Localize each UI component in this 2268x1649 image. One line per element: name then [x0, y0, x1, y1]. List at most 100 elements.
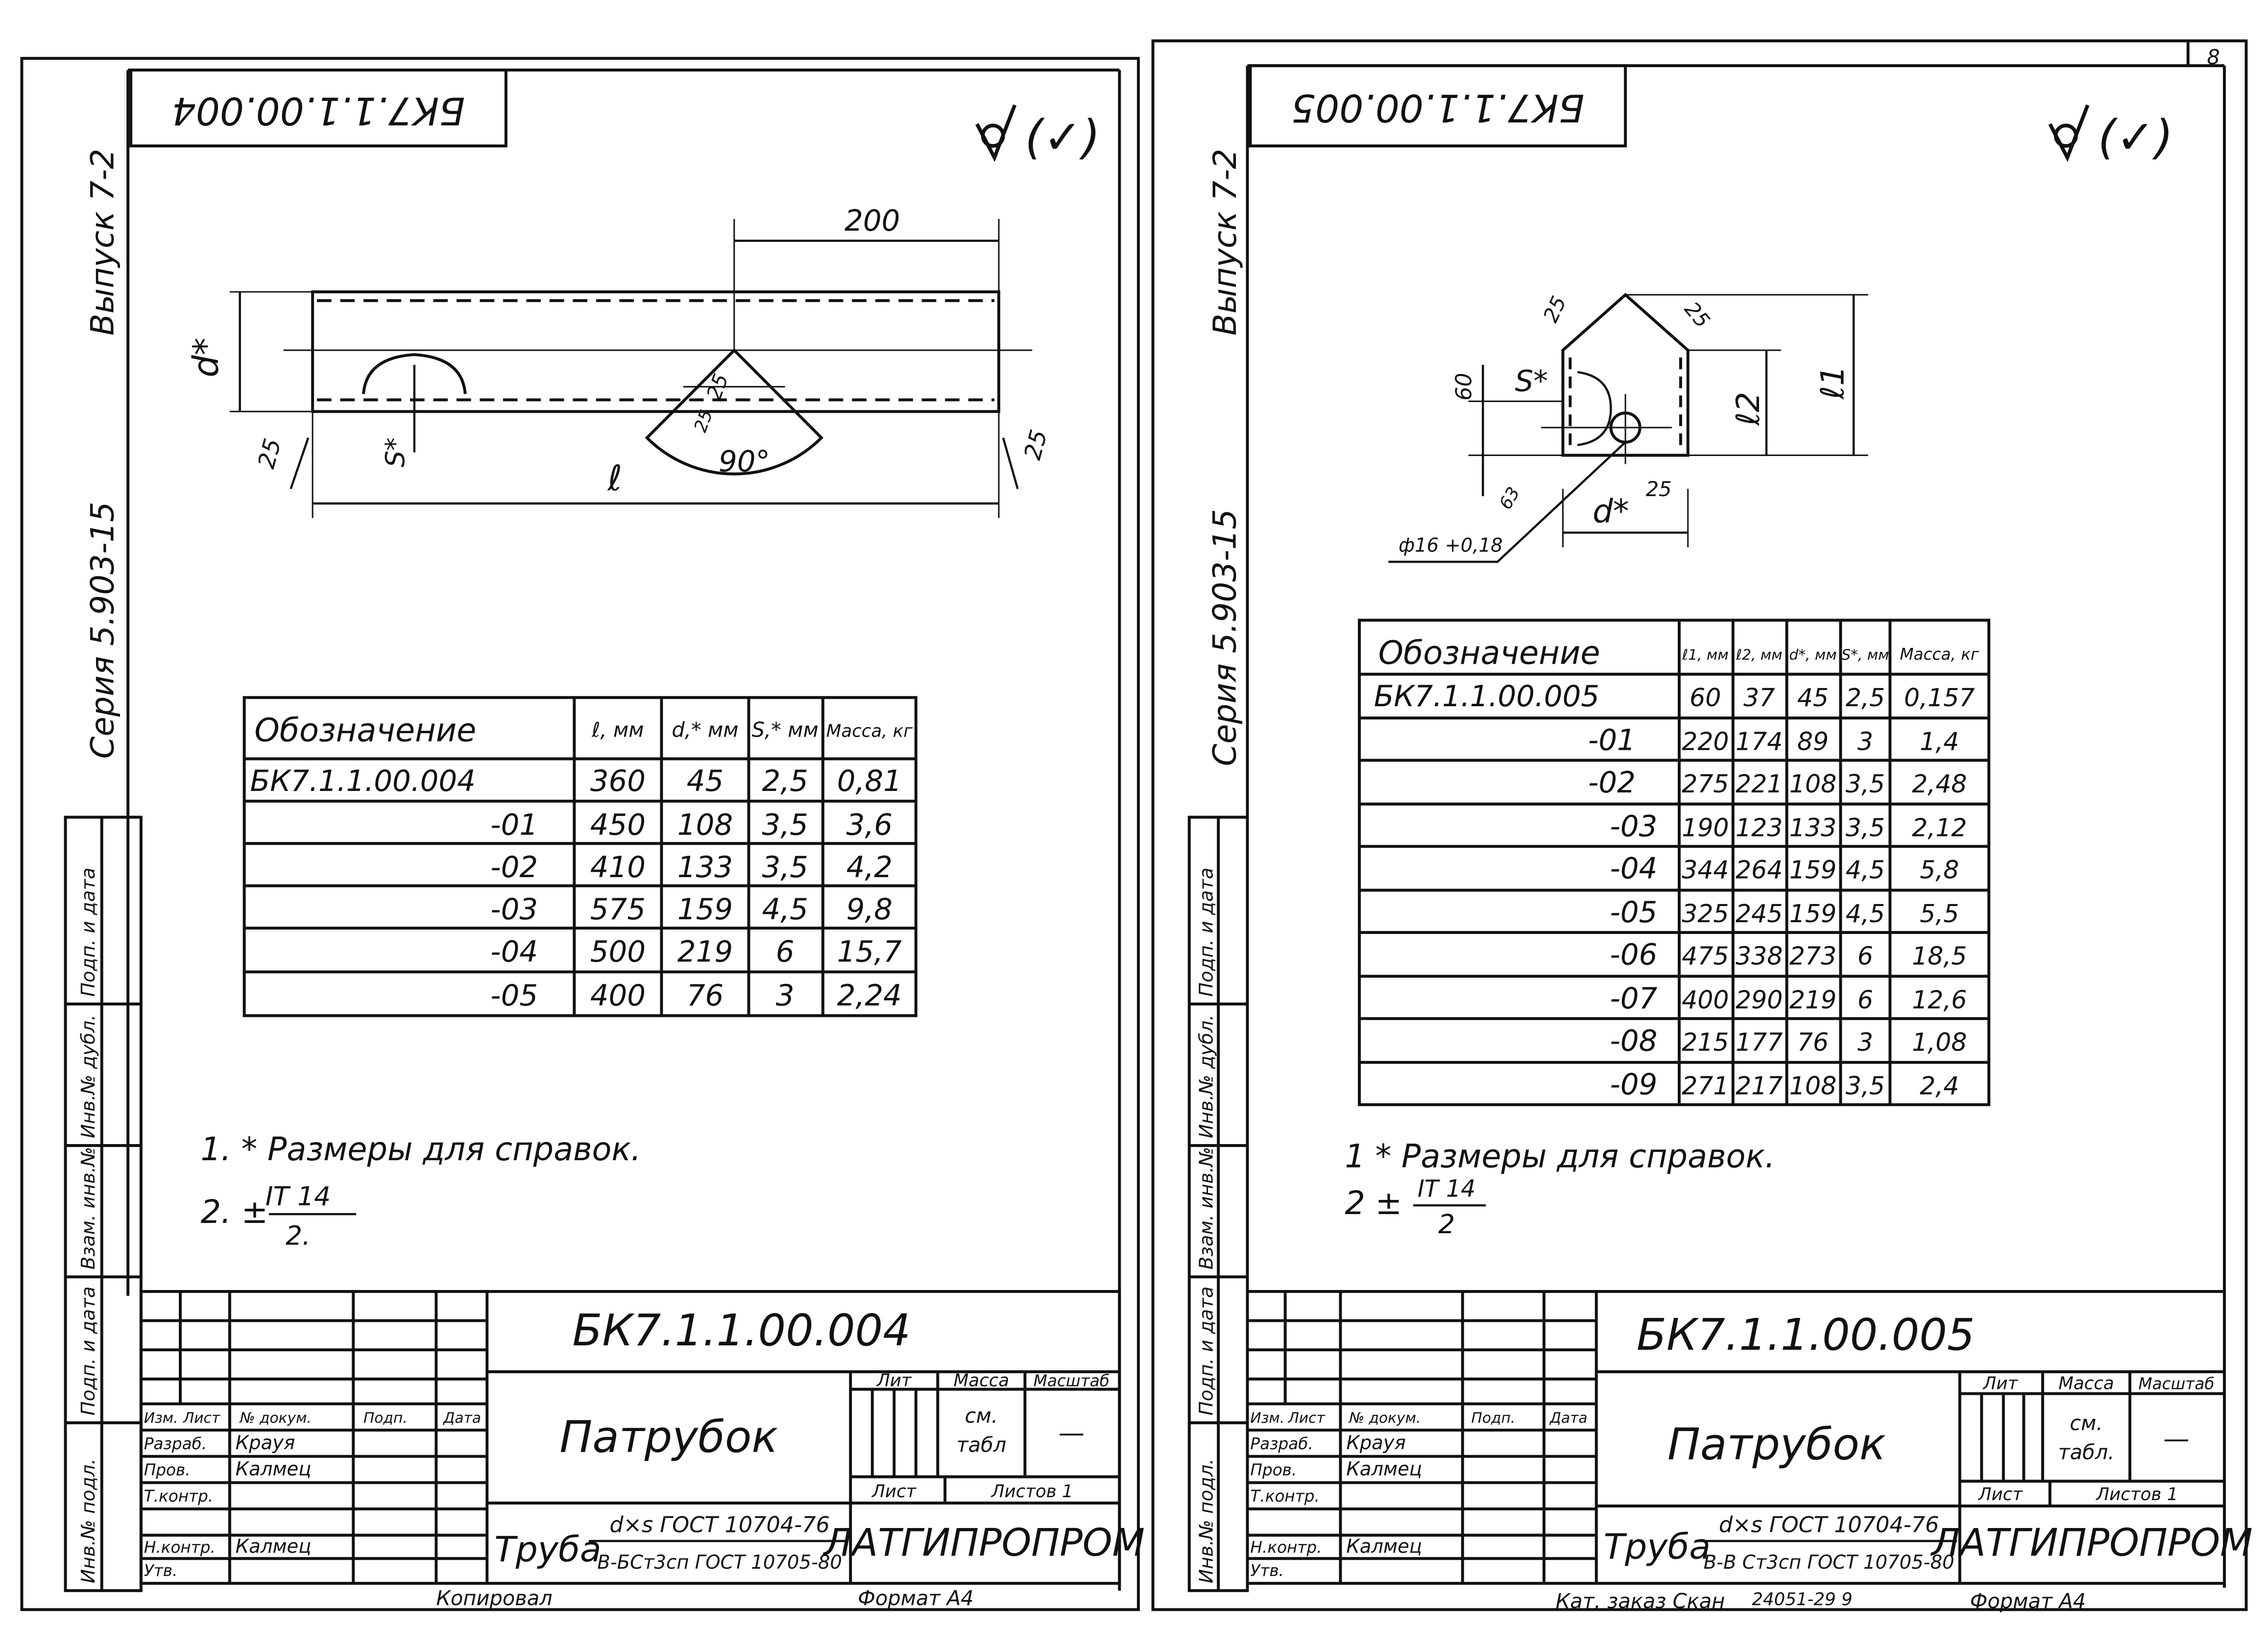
- left-tb-person-0-name: Крауя: [236, 1432, 295, 1454]
- right-td-0-4: 2,5: [1846, 683, 1885, 712]
- right-td-4-1: 344: [1682, 856, 1729, 884]
- left-td-2-2: 133: [677, 851, 733, 884]
- left-td-3-1: 575: [590, 893, 646, 927]
- left-pipe-drawing: [229, 218, 1033, 518]
- right-tb-masshtab: Масштаб: [2138, 1375, 2214, 1393]
- right-td-2-0: -02: [1588, 766, 1636, 800]
- right-td-1-5: 1,4: [1920, 727, 1959, 756]
- right-td-1-0: -01: [1588, 723, 1636, 757]
- left-code-stamp-box: [129, 69, 507, 147]
- left-td-1-0: -01: [490, 808, 538, 842]
- right-td-8-4: 3: [1858, 1028, 1873, 1056]
- left-tb-person-0-role: Разраб.: [144, 1434, 207, 1453]
- left-tb-masshtab: Масштаб: [1034, 1372, 1110, 1390]
- left-td-3-3: 4,5: [762, 893, 808, 927]
- right-tb-roles: Изм. Лист № докум. Подп. Дата: [1250, 1410, 1587, 1427]
- right-note-2-num: IT 14: [1418, 1175, 1476, 1202]
- right-tb-massa-val1: см.: [2070, 1411, 2102, 1435]
- right-dim-60: 60: [1451, 373, 1477, 401]
- right-tb-role-3: Подп.: [1472, 1410, 1516, 1427]
- right-footer-number: 24051-29 9: [1752, 1590, 1852, 1610]
- right-tb-person-3-role: Н.контр.: [1250, 1538, 1322, 1556]
- left-note-2-prefix: 2. ±: [201, 1194, 268, 1231]
- left-drawing: БК7.1.1.00.004 (✓) Выпуск 7-2 Серия 5.90…: [64, 69, 1145, 1610]
- left-footer-format: Формат А4: [858, 1586, 974, 1610]
- left-th-2: d,* мм: [672, 718, 738, 742]
- left-td-5-2: 76: [687, 979, 724, 1013]
- left-tb-list: Лист: [871, 1482, 917, 1502]
- right-td-9-0: -09: [1610, 1068, 1658, 1102]
- right-seriya: Серия 5.903-15: [1206, 509, 1244, 766]
- left-roughness-label: (✓): [1025, 111, 1100, 165]
- left-tb-person-1-name: Калмец: [236, 1458, 312, 1480]
- right-tb-role-4: Дата: [1549, 1410, 1588, 1427]
- left-strip-2: Взам. инв.№: [77, 1147, 99, 1270]
- right-tb-person-1-role: Пров.: [1250, 1460, 1297, 1479]
- right-td-4-5: 5,8: [1920, 856, 1959, 884]
- left-dim-200: 200: [844, 204, 900, 238]
- right-code-stamp-box: [1249, 64, 1627, 147]
- left-td-2-0: -02: [490, 851, 538, 884]
- left-dim-25-right: 25: [1019, 427, 1053, 463]
- right-th-5: Масса, кг: [1900, 645, 1979, 664]
- right-tb-person-1-name: Калмец: [1346, 1458, 1422, 1480]
- right-strip-3: Инв.№ дубл.: [1195, 1015, 1217, 1139]
- right-tb-code: БК7.1.1.00.005: [1637, 1310, 1975, 1361]
- left-tb-org: ЛАТГИПРОПРОМ: [822, 1521, 1145, 1565]
- right-note-1: 1 * Размеры для справок.: [1345, 1138, 1775, 1175]
- left-tb-person-3-role: Н.контр.: [144, 1538, 216, 1556]
- right-strip-2: Взам. инв.№: [1195, 1147, 1217, 1270]
- right-th-4: S*, мм: [1841, 646, 1889, 664]
- right-note-2-den: 2: [1438, 1209, 1455, 1240]
- right-dim-25-c: 25: [1646, 477, 1672, 501]
- right-td-2-4: 3,5: [1846, 769, 1885, 798]
- right-td-9-4: 3,5: [1846, 1072, 1885, 1100]
- right-td-0-1: 60: [1689, 683, 1721, 712]
- left-td-0-3: 2,5: [762, 765, 808, 798]
- right-strip-1: Подп. и дата: [1195, 1287, 1217, 1416]
- right-dim-63: 63: [1496, 483, 1524, 513]
- left-dim-25-left: 25: [253, 436, 287, 472]
- right-td-1-2: 174: [1736, 727, 1783, 756]
- right-dim-hole: ф16 +0,18: [1399, 534, 1502, 556]
- left-tb-role-2: № докум.: [239, 1410, 312, 1427]
- right-roughness-label: (✓): [2098, 111, 2173, 165]
- left-note-1: 1. * Размеры для справок.: [201, 1131, 641, 1168]
- left-td-3-0: -03: [490, 893, 538, 927]
- left-th-1: ℓ, мм: [591, 718, 644, 742]
- right-td-0-2: 37: [1743, 683, 1775, 712]
- right-tb-role-1: Лист: [1288, 1410, 1326, 1427]
- right-td-5-2: 245: [1736, 899, 1783, 928]
- right-tb-person-4-role: Утв.: [1250, 1561, 1284, 1580]
- right-td-5-5: 5,5: [1920, 899, 1959, 928]
- left-strip-1: Подп. и дата: [77, 1287, 99, 1416]
- left-td-1-2: 108: [677, 808, 733, 842]
- left-td-3-2: 159: [677, 893, 733, 927]
- right-th-1: ℓ1, мм: [1682, 646, 1729, 664]
- right-td-9-2: 217: [1736, 1072, 1783, 1100]
- left-tb-role-1: Лист: [183, 1410, 221, 1427]
- right-td-6-3: 273: [1789, 941, 1836, 970]
- right-dim-l1: ℓ1: [1814, 365, 1851, 400]
- left-td-5-0: -05: [490, 979, 538, 1013]
- left-tb-role-4: Дата: [442, 1410, 481, 1427]
- right-td-3-3: 133: [1789, 813, 1836, 842]
- right-dim-s: S*: [1515, 364, 1548, 398]
- left-side-strip: [64, 815, 143, 1592]
- right-td-5-3: 159: [1789, 899, 1836, 928]
- right-footer-copied: Кат. заказ Скан: [1556, 1589, 1725, 1613]
- right-note-2-prefix: 2 ±: [1345, 1185, 1402, 1222]
- left-roughness-mark: [975, 104, 1017, 162]
- right-tb-name: Патрубок: [1667, 1419, 1886, 1470]
- right-tb-material-bottom: В-В Ст3сп ГОСТ 10705-80: [1704, 1552, 1954, 1574]
- right-dim-25-a: 25: [1538, 292, 1571, 326]
- left-th-3: S,* мм: [752, 718, 819, 742]
- left-strip-0: Инв.№ подл.: [77, 1458, 99, 1583]
- right-tb-material-prefix: Труба: [1604, 1526, 1711, 1567]
- right-td-2-2: 221: [1736, 769, 1783, 798]
- right-tb-people: Разраб. Крауя Пров. Калмец Т.контр. Н.ко…: [1250, 1432, 1422, 1580]
- right-side-strip: [1187, 815, 1249, 1592]
- left-th-0: Обозначение: [254, 712, 476, 749]
- right-td-8-3: 76: [1797, 1028, 1829, 1056]
- right-part-drawing: [1388, 292, 1868, 563]
